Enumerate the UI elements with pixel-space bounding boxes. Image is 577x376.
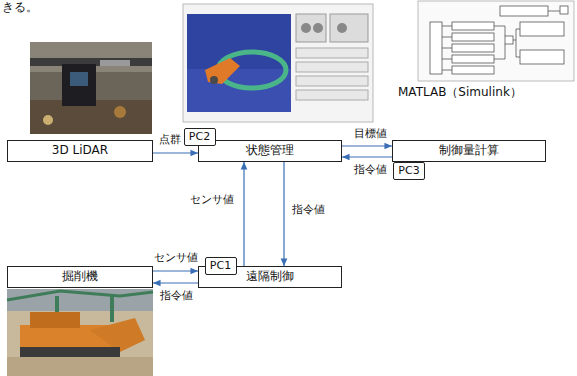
software-label: MATLAB（Simulink） bbox=[398, 86, 522, 100]
excavator-photo-part bbox=[7, 289, 153, 311]
pc-label: PC3 bbox=[398, 165, 419, 177]
lidar-photo-part bbox=[43, 115, 53, 125]
pc-label: PC2 bbox=[189, 131, 210, 143]
body-text-fragment: きる。 bbox=[2, 1, 38, 15]
simulator-screenshot-part bbox=[296, 62, 368, 72]
pc-tag: PC2 bbox=[184, 128, 216, 146]
simulink-screenshot-part bbox=[452, 55, 494, 63]
flow-arrow bbox=[283, 162, 284, 266]
simulator-screenshot-part bbox=[187, 14, 291, 69]
machine-box: 掘削機 bbox=[7, 266, 153, 288]
flow-arrow bbox=[342, 145, 392, 146]
simulink-screenshot-part bbox=[452, 33, 494, 41]
flow-arrow bbox=[153, 282, 198, 283]
flow-arrow bbox=[243, 162, 244, 266]
process-box: 状態管理 bbox=[198, 140, 342, 162]
pc-tag: PC3 bbox=[393, 162, 425, 180]
excavator-photo-part bbox=[90, 318, 145, 352]
simulink-screenshot-part bbox=[452, 66, 494, 74]
source-box: 3D LiDAR bbox=[7, 140, 153, 162]
excavator-photo-part bbox=[7, 357, 153, 376]
simulator-screenshot-part bbox=[296, 76, 368, 86]
excavator-photo-part bbox=[20, 347, 120, 357]
simulator-screenshot-part bbox=[301, 23, 311, 33]
excavator-photo-part bbox=[7, 291, 153, 300]
process-box: 制御量計算 bbox=[392, 140, 546, 162]
signal-label: 点群 bbox=[158, 134, 182, 147]
simulator-screenshot-part bbox=[210, 76, 218, 84]
flow-arrow bbox=[342, 156, 392, 157]
simulink-screenshot-part bbox=[520, 22, 564, 36]
simulator-screenshot-part bbox=[205, 58, 240, 84]
excavator-photo-part bbox=[7, 289, 153, 376]
flow-arrow bbox=[153, 270, 198, 271]
lidar-photo bbox=[30, 42, 152, 134]
signal-label: 目標値 bbox=[353, 128, 388, 141]
signal-label: 指令値 bbox=[353, 164, 388, 177]
simulink-screenshot bbox=[418, 1, 574, 81]
simulink-screenshot-part bbox=[505, 36, 513, 44]
signal-label: センサ値 bbox=[153, 252, 199, 265]
excavator-photo-part bbox=[30, 312, 80, 328]
pc-tag: PC1 bbox=[205, 257, 237, 275]
simulink-screenshot-part bbox=[442, 11, 560, 70]
simulator-screenshot-part bbox=[183, 4, 373, 122]
excavator-photo-part bbox=[110, 296, 114, 322]
box-label: 状態管理 bbox=[246, 144, 294, 157]
simulator-screenshot-part bbox=[296, 90, 368, 100]
signal-label: 指令値 bbox=[291, 204, 326, 217]
simulink-screenshot-part bbox=[452, 22, 494, 30]
box-label: 3D LiDAR bbox=[52, 144, 108, 157]
box-label: 掘削機 bbox=[62, 270, 98, 283]
simulink-screenshot-part bbox=[500, 6, 548, 16]
simulator-screenshot-part bbox=[296, 48, 368, 58]
box-label: 制御量計算 bbox=[439, 144, 499, 157]
lidar-photo-part bbox=[62, 64, 96, 106]
simulator-screenshot bbox=[183, 4, 373, 122]
simulink-screenshot-part bbox=[430, 22, 442, 74]
simulink-screenshot-part bbox=[452, 44, 494, 52]
simulator-screenshot-part bbox=[296, 14, 326, 42]
lidar-photo-part bbox=[30, 42, 152, 134]
lidar-photo-part bbox=[70, 72, 88, 86]
excavator-photo bbox=[7, 289, 153, 376]
flow-arrow bbox=[153, 152, 198, 153]
simulink-screenshot-part bbox=[418, 1, 574, 81]
simulator-screenshot-part bbox=[313, 23, 323, 33]
pc-label: PC1 bbox=[210, 260, 231, 272]
simulink-screenshot-part bbox=[520, 50, 564, 64]
signal-label: 指令値 bbox=[159, 290, 194, 303]
simulator-screenshot-part bbox=[337, 23, 347, 33]
simulink-screenshot-part bbox=[560, 6, 568, 14]
lidar-photo-part bbox=[114, 106, 126, 118]
simulator-screenshot-part bbox=[330, 14, 368, 42]
box-label: 遠隔制御 bbox=[246, 270, 294, 283]
lidar-photo-part bbox=[100, 60, 130, 66]
simulator-screenshot-part bbox=[187, 14, 291, 112]
signal-label: センサ値 bbox=[189, 194, 235, 207]
